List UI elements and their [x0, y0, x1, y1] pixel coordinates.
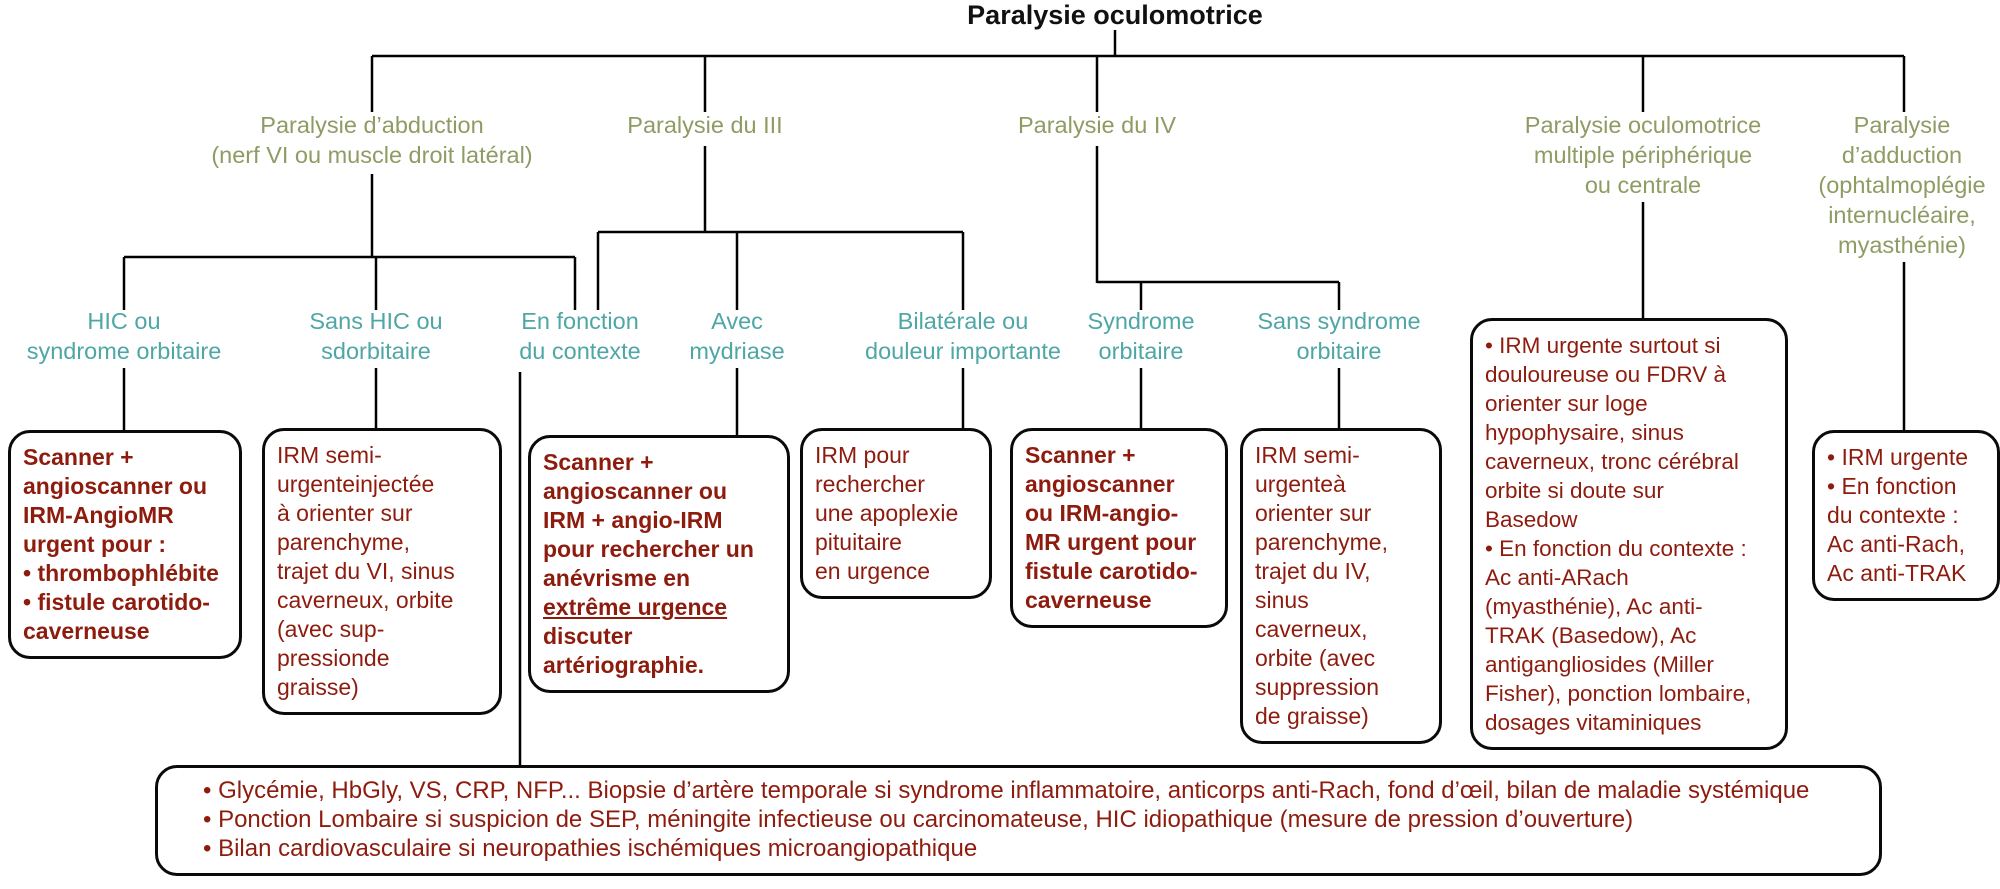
- branch-multiple-label: Paralysie oculomotrice multiple périphér…: [1524, 112, 1762, 198]
- context-en-fonction-label: En fonction du contexte: [519, 308, 641, 364]
- bilan-line-2: • Ponction Lombaire si suspicion de SEP,…: [203, 806, 1634, 833]
- box-aneurysme: Scanner + angioscanner ou IRM + angio-IR…: [528, 435, 790, 693]
- context-mydriase-label: Avec mydriase: [689, 308, 785, 364]
- context-bilaterale-label: Bilatérale ou douleur importante: [865, 308, 1061, 364]
- box-aneurysme-underlined-phrase: extrême urgence: [543, 594, 728, 620]
- bilan-line-1: • Glycémie, HbGly, VS, CRP, NFP... Biops…: [203, 777, 1810, 804]
- box-aneurysme-text-after: discuter artériographie.: [543, 623, 705, 678]
- box-adduction-workup: • IRM urgente • En fonction du contexte …: [1812, 430, 2000, 601]
- box-multiple-workup: • IRM urgente surtout si douloureuse ou …: [1470, 318, 1788, 750]
- branch-adduction-label: Paralysie d’adduction (ophtalmoplégie in…: [1818, 112, 1986, 258]
- box-bilan-general: • Glycémie, HbGly, VS, CRP, NFP... Biops…: [155, 765, 1882, 876]
- context-sans-syndrome-orbitaire-label: Sans syndrome orbitaire: [1257, 308, 1421, 364]
- page-title: Paralysie oculomotrice: [967, 0, 1263, 30]
- box-irm-semi-urgente-vi: IRM semi- urgenteinjectée à orienter sur…: [262, 428, 502, 715]
- context-syndrome-orbitaire-label: Syndrome orbitaire: [1087, 308, 1195, 364]
- connector-group: [122, 30, 1906, 768]
- branch-fourth-nerve-label: Paralysie du IV: [1017, 112, 1177, 138]
- box-apoplexie-pituitaire: IRM pour rechercher une apoplexie pituit…: [800, 428, 992, 599]
- box-aneurysme-text-before: Scanner + angioscanner ou IRM + angio-IR…: [543, 449, 754, 591]
- bilan-line-3: • Bilan cardiovasculaire si neuropathies…: [203, 835, 978, 862]
- context-sans-hic-label: Sans HIC ou sdorbitaire: [309, 308, 443, 364]
- box-scanner-angioscanner-vi: Scanner + angioscanner ou IRM-AngioMR ur…: [8, 430, 242, 659]
- branch-abduction-label: Paralysie d’abduction (nerf VI ou muscle…: [211, 112, 533, 168]
- branch-third-nerve-label: Paralysie du III: [627, 112, 783, 138]
- box-scanner-angioscanner-iv: Scanner + angioscanner ou IRM-angio- MR …: [1010, 428, 1228, 628]
- box-irm-semi-urgente-iv: IRM semi- urgenteà orienter sur parenchy…: [1240, 428, 1442, 744]
- context-hic-label: HIC ou syndrome orbitaire: [26, 308, 222, 364]
